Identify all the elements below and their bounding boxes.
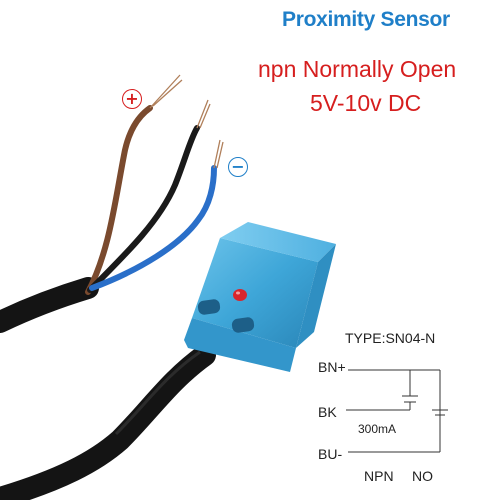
voltage-text: 5V-10v DC <box>310 90 422 116</box>
blue-wire <box>89 165 217 291</box>
type-label: TYPE:SN04-N <box>345 330 436 346</box>
wiring-diagram <box>346 369 448 453</box>
led-indicator <box>233 289 247 301</box>
brown-wire-label: BN+ <box>318 359 346 375</box>
current-label: 300mA <box>358 422 397 436</box>
output-type-label: NPN <box>364 468 394 484</box>
minus-icon: − <box>228 157 248 177</box>
blue-wire-label: BU- <box>318 446 343 462</box>
outer-cable <box>0 344 216 500</box>
brown-wire <box>85 105 153 295</box>
black-wire-label: BK <box>318 404 337 420</box>
contact-type-label: NO <box>412 468 433 484</box>
page-title: Proximity Sensor <box>282 8 450 31</box>
plus-icon: + <box>122 89 142 109</box>
black-wire <box>87 125 200 293</box>
sensor-type-text: npn Normally Open <box>258 56 457 82</box>
cable-sheath <box>0 277 99 333</box>
sensor-body <box>184 222 336 372</box>
